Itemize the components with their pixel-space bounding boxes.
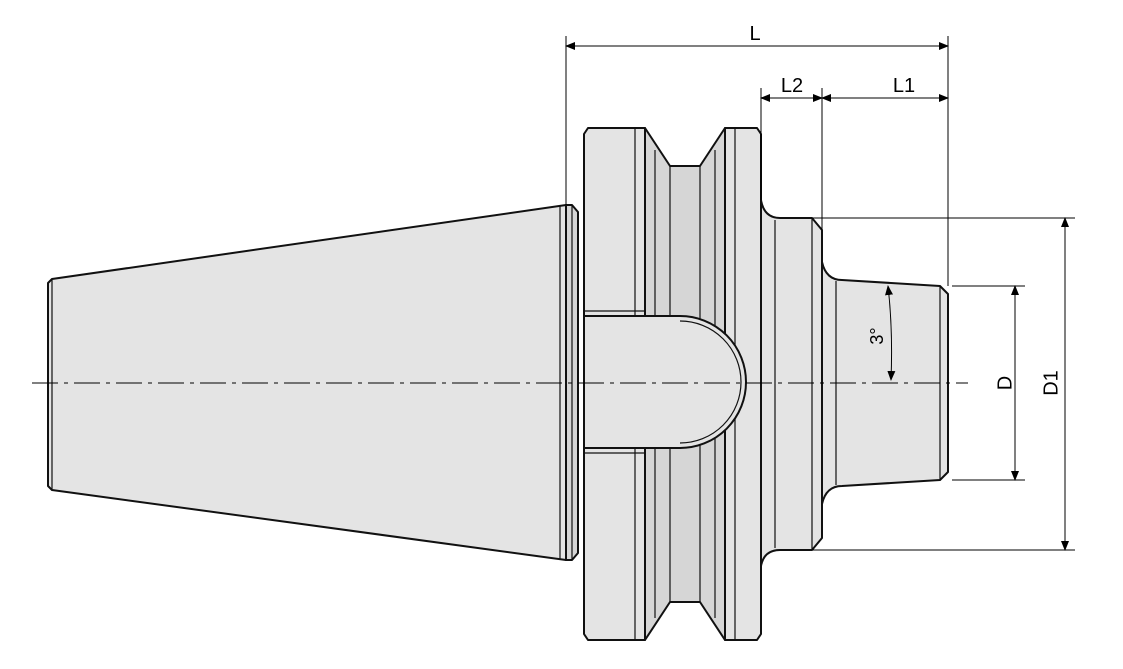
dimension-d: D xyxy=(952,285,1025,481)
dimension-label-l: L xyxy=(749,23,760,45)
angle-label: 3° xyxy=(867,327,887,344)
dimension-d1: D1 xyxy=(812,217,1075,551)
dimension-taper-angle: 3° xyxy=(867,285,896,381)
dimension-label-d1: D1 xyxy=(1040,370,1062,396)
drive-slot xyxy=(583,310,747,454)
dimension-l2-l1: L2 L1 xyxy=(760,75,949,230)
dimension-l: L xyxy=(565,23,949,286)
dimension-label-l2: L2 xyxy=(781,75,803,97)
dimension-label-l1: L1 xyxy=(893,75,915,97)
dimension-label-d: D xyxy=(994,376,1016,390)
